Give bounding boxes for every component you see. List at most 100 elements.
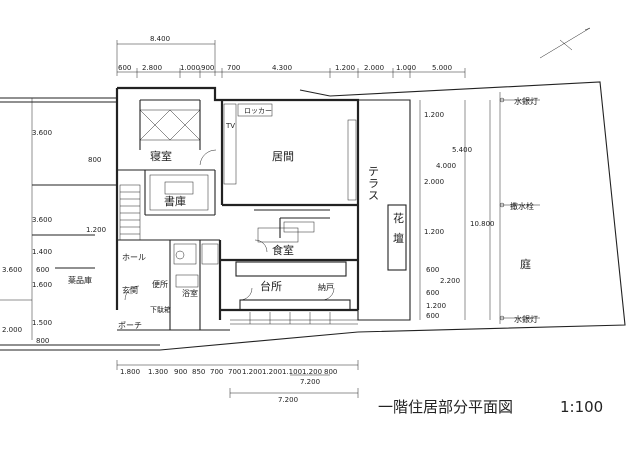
- dim-bottom-9: 1.200: [302, 368, 322, 376]
- room-living: 居間: [272, 150, 294, 163]
- dim-right-2: 4.000: [436, 162, 456, 170]
- label-lamp-bottom: 水銀灯: [514, 314, 538, 324]
- terrace-char-1: ラ: [368, 177, 379, 190]
- dim-top-8: 1.000: [396, 64, 416, 72]
- room-kitchen: 台所: [260, 279, 282, 293]
- dim-bottom-8: 1.100: [282, 368, 302, 376]
- room-study: 書庫: [164, 194, 186, 208]
- site-boundary: [159, 81, 626, 351]
- dim-right-6: 600: [426, 266, 439, 274]
- room-labels: 寝室 居間 書庫 食室 台所 納戸 ホール 薬品庫 玄関 便所 浴室 ポーチ 庭: [68, 149, 531, 330]
- study-desk: [149, 174, 209, 211]
- north-arrow-icon: [539, 27, 591, 59]
- dim-top-1: 2.800: [142, 64, 162, 72]
- room-bath: 浴室: [182, 288, 198, 298]
- dim-left-1: 800: [88, 156, 101, 164]
- room-entrance: 玄関: [122, 285, 138, 295]
- dim-right-7: 2.200: [440, 277, 460, 285]
- terrace-walls: [357, 99, 411, 321]
- label-hydrant: 撒水栓: [510, 201, 534, 211]
- vertical-labels: テ ラ ス 花 壇: [368, 165, 408, 245]
- window-band: [230, 312, 358, 325]
- dim-bottom-2: 900: [174, 368, 187, 376]
- dim-top-9: 5.000: [432, 64, 452, 72]
- dim-right-4: 1.200: [424, 228, 444, 236]
- flowerbed-char-1: 壇: [393, 231, 404, 245]
- dim-bottom-3: 850: [192, 368, 205, 376]
- dim-top-outer: 8.400: [150, 35, 170, 43]
- stairs: [119, 184, 141, 241]
- dim-bottom-10: 800: [324, 368, 337, 376]
- dim-top-7: 2.000: [364, 64, 384, 72]
- label-tv: TV: [225, 122, 235, 130]
- dim-left-0: 3.600: [32, 129, 52, 137]
- dim-left-6: 1.500: [32, 319, 52, 327]
- title-block: 一階住居部分平面図 1:100: [378, 398, 603, 416]
- room-flowerbed: 花 壇: [393, 212, 408, 245]
- dining-table: [257, 221, 315, 243]
- dim-top-6: 1.200: [335, 64, 355, 72]
- terrace-char-2: ス: [368, 189, 379, 202]
- dim-bottom-0: 1.800: [120, 368, 140, 376]
- kitchen-counter: [235, 261, 351, 311]
- dim-bottom-4: 700: [210, 368, 223, 376]
- room-medicine: 薬品庫: [68, 275, 92, 285]
- room-porch: ポーチ: [118, 321, 142, 330]
- dim-bottom-6: 1.200: [242, 368, 262, 376]
- door-swings: [124, 149, 335, 301]
- dim-right-9: 1.200: [426, 302, 446, 310]
- closet-hatch: [139, 109, 201, 141]
- bottom-dimension-lines: [116, 360, 359, 398]
- interior-walls: [117, 99, 330, 331]
- dim-top-4: 700: [227, 64, 240, 72]
- annotations: 水銀灯 撒水栓 水銀灯 ロッカー TV 下駄箱: [150, 96, 538, 324]
- dim-left-5: 1.600: [32, 281, 52, 289]
- room-cupboard: 納戸: [318, 282, 334, 292]
- dim-bottom-1: 1.300: [148, 368, 168, 376]
- terrace-char-0: テ: [368, 165, 379, 178]
- dim-right-5: 10.800: [470, 220, 495, 228]
- dim-top-0: 600: [118, 64, 131, 72]
- plan-title: 一階住居部分平面図: [378, 398, 513, 416]
- dim-right-3: 2.000: [424, 178, 444, 186]
- left-dimension-lines: [0, 98, 33, 340]
- label-locker: ロッカー: [244, 107, 272, 115]
- dim-right-0: 1.200: [424, 111, 444, 119]
- room-toilet: 便所: [152, 279, 168, 289]
- dim-left-7: 800: [36, 337, 49, 345]
- left-wing-walls: [0, 97, 160, 351]
- dim-left-2: 3.600: [32, 216, 52, 224]
- dim-top-2: 1.000: [180, 64, 200, 72]
- dim-top-5: 4.300: [272, 64, 292, 72]
- right-dimension-lines: [419, 92, 540, 324]
- dim-left-outer-1: 2.000: [2, 326, 22, 334]
- plan-scale: 1:100: [560, 398, 603, 416]
- bottom-dimensions: 1.800 1.300 900 850 700 700 1.200 1.200 …: [120, 368, 337, 404]
- label-shoebox: 下駄箱: [150, 305, 171, 314]
- dim-right-1: 5.400: [452, 146, 472, 154]
- dim-bottom-inner: 7.200: [300, 378, 320, 386]
- room-garden: 庭: [520, 257, 531, 271]
- dim-bottom-total: 7.200: [278, 396, 298, 404]
- dim-bottom-7: 1.200: [262, 368, 282, 376]
- dim-right-10: 600: [426, 312, 439, 320]
- bath-fixtures: [173, 243, 219, 288]
- dim-bottom-5: 700: [228, 368, 241, 376]
- left-dimensions: 3.600 800 3.600 1.400 600 1.600 1.500 80…: [2, 129, 106, 345]
- dim-inner-left: 1.200: [86, 226, 106, 234]
- top-dimension-lines: [116, 40, 466, 78]
- label-lamp-top: 水銀灯: [514, 96, 538, 106]
- living-furniture: [223, 103, 357, 201]
- top-dimensions: 8.400 600 2.800 1.000 900 700 4.300 1.20…: [118, 35, 452, 72]
- flowerbed-char-0: 花: [393, 212, 404, 225]
- room-bedroom: 寝室: [150, 149, 172, 163]
- dim-left-4: 600: [36, 266, 49, 274]
- right-dimensions: 1.200 5.400 4.000 2.000 1.200 10.800 600…: [424, 111, 495, 320]
- dim-left-outer-0: 3.600: [2, 266, 22, 274]
- room-hall: ホール: [122, 253, 146, 262]
- room-terrace: テ ラ ス: [368, 165, 383, 202]
- dim-right-8: 600: [426, 289, 439, 297]
- dim-top-3: 900: [201, 64, 214, 72]
- dim-left-3: 1.400: [32, 248, 52, 256]
